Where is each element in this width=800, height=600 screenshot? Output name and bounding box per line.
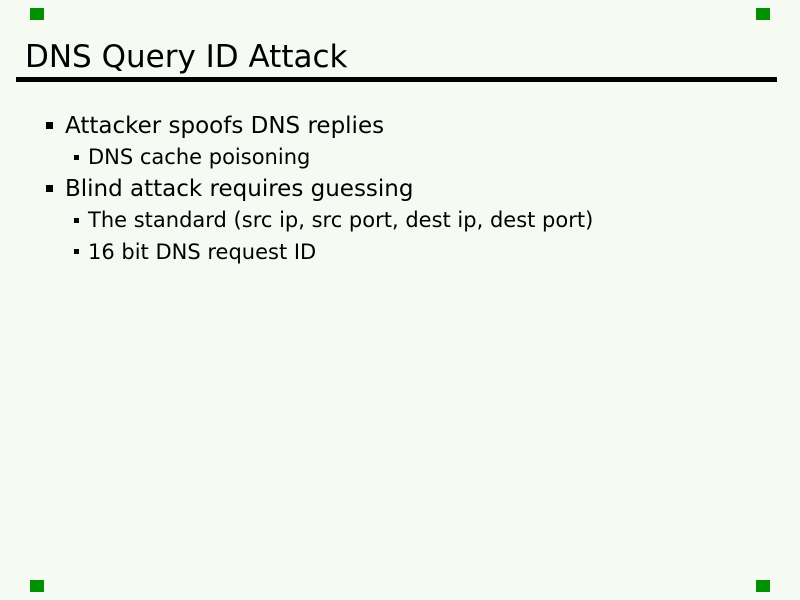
bullet-square-icon [46, 122, 53, 130]
corner-marker-bottom-right [756, 580, 770, 592]
list-item-text: The standard (src ip, src port, dest ip,… [88, 208, 594, 233]
list-item-text: DNS cache poisoning [88, 145, 311, 170]
bullet-square-icon [74, 217, 79, 223]
list-item-text: 16 bit DNS request ID [88, 239, 317, 264]
list-item: Blind attack requires guessing [0, 173, 800, 205]
bullet-square-icon [74, 154, 79, 160]
list-subitem: The standard (src ip, src port, dest ip,… [0, 205, 800, 237]
corner-marker-top-right [756, 8, 770, 20]
list-subitem: DNS cache poisoning [0, 142, 800, 174]
corner-marker-bottom-left [30, 580, 44, 592]
title-underline [16, 77, 777, 82]
list-subitem: 16 bit DNS request ID [0, 236, 800, 268]
list-item-text: Blind attack requires guessing [65, 175, 414, 202]
bullet-square-icon [46, 185, 53, 193]
list-item: Attacker spoofs DNS replies [0, 110, 800, 142]
list-item-text: Attacker spoofs DNS replies [65, 112, 385, 139]
corner-marker-top-left [30, 8, 44, 20]
bullet-square-icon [74, 249, 79, 255]
page-title: DNS Query ID Attack [25, 39, 348, 75]
bullet-list: Attacker spoofs DNS replies DNS cache po… [0, 110, 800, 268]
